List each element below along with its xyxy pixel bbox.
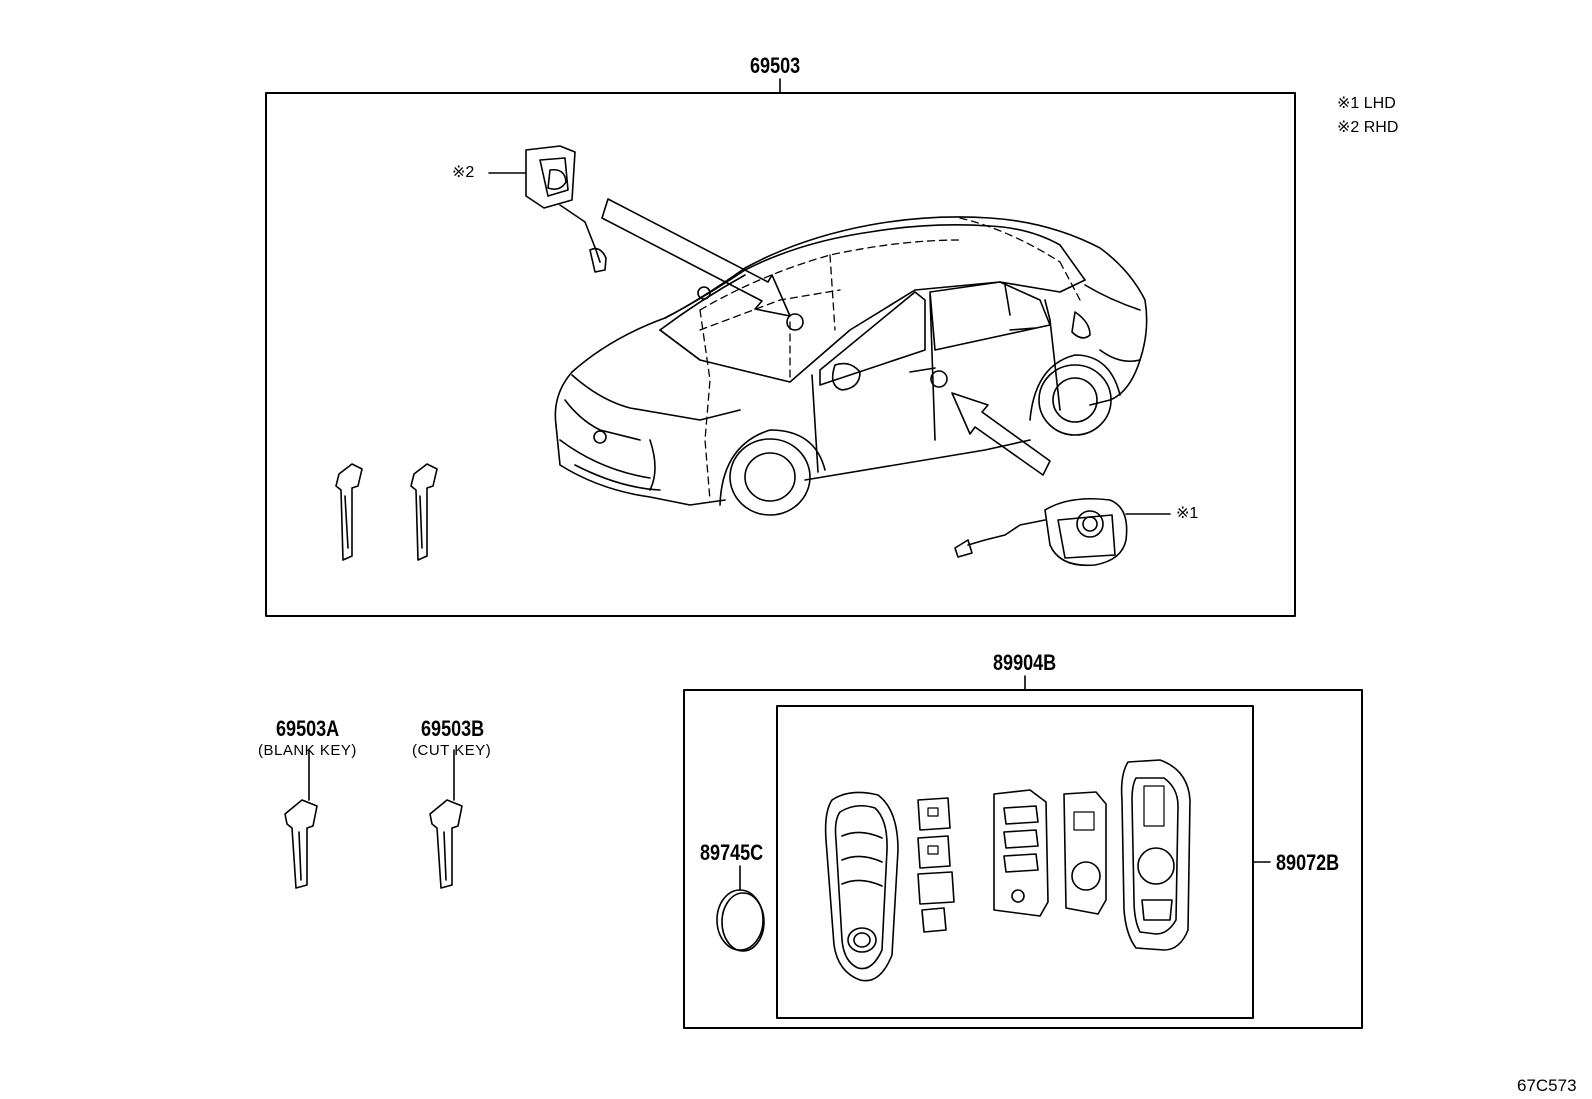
caption-blank-key: (BLANK KEY) <box>258 742 357 759</box>
arrow-to-cylinder-lhd <box>951 392 1051 476</box>
callout-remote-housing: 89072B <box>1276 850 1340 875</box>
caption-cut-key: (CUT KEY) <box>412 742 492 759</box>
car-illustration <box>554 216 1148 516</box>
callout-blank-key: 69503A <box>276 716 340 741</box>
illustration-id: 67C573 <box>1517 1076 1577 1095</box>
key-pair-in-kit <box>335 463 438 561</box>
door-lock-cylinder-rhd <box>488 145 607 273</box>
remote-buttons <box>917 797 955 933</box>
arrow-to-cylinder-rhd <box>601 198 791 317</box>
marker-rhd: ※2 <box>452 164 475 181</box>
cut-key-drawing <box>429 749 463 889</box>
door-lock-cylinder-lhd <box>954 497 1171 567</box>
note-rhd: ※2 RHD <box>1337 119 1399 136</box>
callout-kit-main: 69503 <box>750 53 801 78</box>
marker-lhd: ※1 <box>1176 505 1199 522</box>
housing-89072B-frame <box>776 705 1254 1019</box>
callout-cut-key: 69503B <box>421 716 485 741</box>
callout-kit-remote: 89904B <box>993 650 1057 675</box>
remote-rubber-pad <box>993 789 1049 917</box>
remote-circuit-board <box>1063 791 1107 915</box>
blank-key-drawing <box>284 749 318 889</box>
remote-back-case <box>1120 759 1191 951</box>
kit-69503-frame <box>265 92 1296 617</box>
battery-drawing <box>716 889 765 952</box>
kit-89904B-frame <box>683 689 1363 1029</box>
note-lhd: ※1 LHD <box>1337 95 1396 112</box>
remote-front-case <box>824 791 899 982</box>
callout-battery: 89745C <box>700 840 764 865</box>
